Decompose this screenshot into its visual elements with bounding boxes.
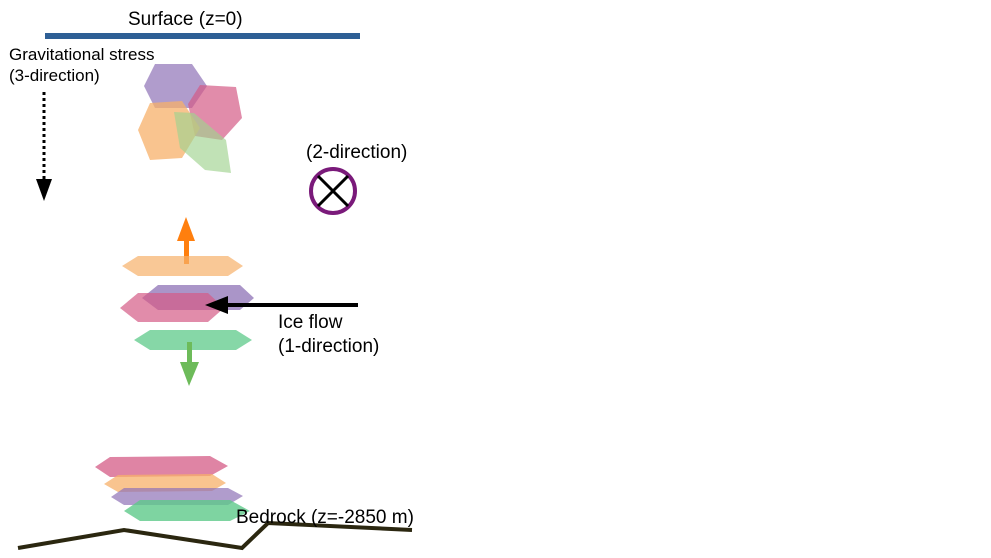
grain-pink-bottom	[95, 456, 228, 477]
orange-arrow-shaft	[184, 238, 189, 264]
bedrock-line	[17, 520, 413, 551]
2-direction-symbol	[309, 167, 357, 215]
grain-pink-flat	[120, 293, 224, 322]
surface-label: Surface (z=0)	[128, 9, 243, 30]
grain-lightgreen	[174, 112, 231, 173]
2-direction-label: (2-direction)	[306, 142, 408, 163]
bedrock-grain-stack	[95, 456, 250, 521]
bedrock-label: Bedrock (z=-2850 m)	[236, 507, 414, 528]
grain-purple	[144, 64, 207, 108]
ice-flow-arrow-head	[205, 296, 228, 314]
aligned-grain-stack	[120, 217, 254, 386]
grain-green-flat	[134, 330, 252, 350]
cross-circle-icon	[309, 167, 357, 215]
green-arrow-shaft	[187, 342, 192, 366]
green-arrow-head	[180, 362, 199, 386]
orange-arrow-head	[177, 217, 195, 241]
random-grain-cluster	[138, 64, 242, 173]
grain-orange-flat	[122, 256, 243, 276]
gravitational-stress-label: Gravitational stress	[9, 45, 155, 64]
grain-orange-bottom	[104, 474, 226, 492]
gravitational-stress-arrow-head	[36, 179, 52, 201]
ice-flow-label: Ice flow	[278, 312, 343, 333]
gravitational-stress-direction-label: (3-direction)	[9, 66, 100, 85]
ice-flow-direction-label: (1-direction)	[278, 336, 380, 357]
grain-green-bottom	[124, 500, 250, 521]
